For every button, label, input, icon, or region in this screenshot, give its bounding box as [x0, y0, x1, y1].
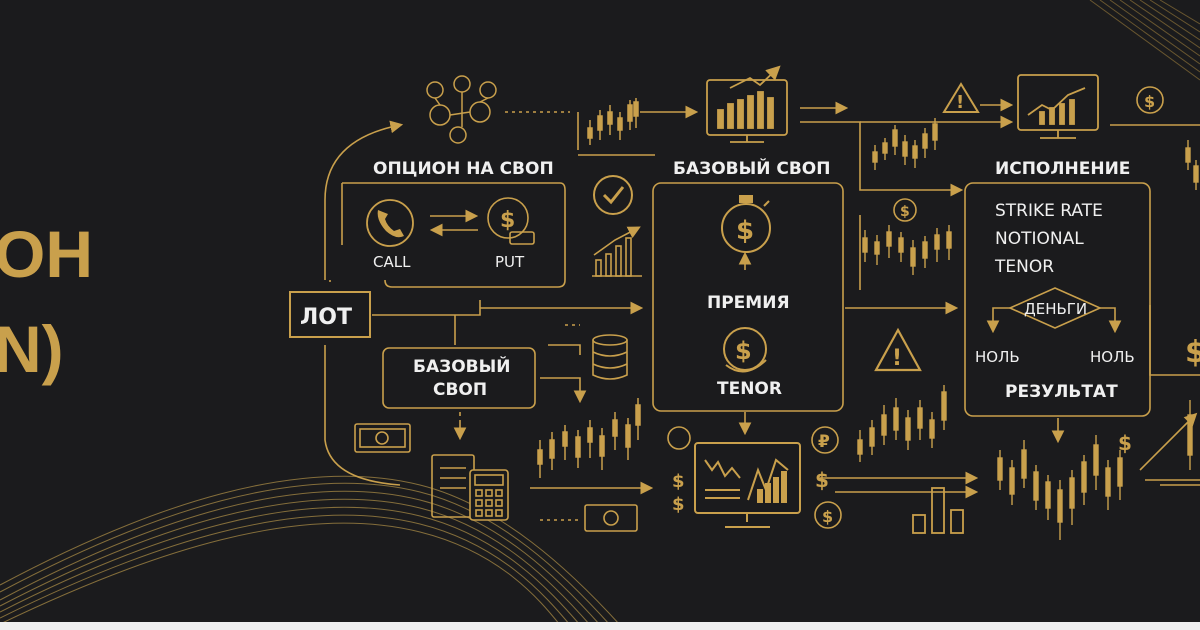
banknote-icon [584, 504, 638, 532]
ruble-coin-icon: ₽ [811, 426, 839, 454]
label-base-swap-left-2: СВОП [433, 380, 487, 400]
execution-panel [964, 182, 1151, 417]
title-line-2: N) [0, 312, 64, 386]
label-base-swap-left-1: БАЗОВЫЙ [413, 355, 510, 377]
candlestick-icon [578, 98, 655, 156]
warning-icon: ! [874, 327, 922, 372]
base-swap-left-node: БАЗОВЫЙ СВОП [382, 347, 536, 409]
title-line-1: ОН [0, 217, 93, 291]
label-premium: ПРЕМИЯ [707, 293, 790, 313]
checkmark-icon [593, 175, 633, 215]
bottom-strip [0, 622, 1200, 630]
svg-text:$: $ [822, 507, 833, 526]
dollar-coin-icon [667, 426, 691, 450]
rising-chart-icon [592, 226, 642, 277]
candlestick-icon [997, 435, 1123, 540]
svg-text:₽: ₽ [818, 432, 830, 452]
label-tenor-right: TENOR [994, 257, 1054, 277]
svg-text:!: ! [892, 346, 902, 371]
label-money: ДЕНЬГИ [1024, 300, 1087, 318]
dollar-coin-icon: $ [893, 198, 917, 222]
dollar-coin-icon: $ [814, 501, 842, 529]
svg-text:$: $ [1185, 335, 1200, 370]
database-icon [592, 334, 628, 380]
svg-text:$: $ [735, 337, 752, 365]
decision-diamond [986, 287, 1122, 334]
monitor-chart-icon [694, 442, 801, 528]
label-zero-left: НОЛЬ [975, 348, 1020, 366]
label-result: РЕЗУЛЬТАТ [1005, 382, 1118, 402]
svg-text:$: $ [672, 494, 685, 515]
svg-text:$: $ [736, 216, 754, 246]
decorative-corner-lines [1089, 0, 1200, 81]
candlestick-icon [537, 398, 641, 478]
dollar-coin-icon: $ [1136, 86, 1164, 114]
label-base-swap-center: БАЗОВЫЙ СВОП [673, 157, 830, 179]
label-execution: ИСПОЛНЕНИЕ [995, 159, 1130, 179]
stopwatch-dollar-icon: $ [721, 195, 771, 253]
candlestick-icon [872, 118, 938, 170]
label-notional: NOTIONAL [995, 229, 1084, 249]
label-zero-right: НОЛЬ [1090, 348, 1135, 366]
network-people-icon [426, 75, 497, 144]
monitor-chart-icon [1017, 74, 1099, 139]
candlestick-icon [857, 385, 947, 462]
svg-text:$: $ [900, 204, 910, 220]
exchange-arrows-icon [429, 209, 479, 237]
base-swap-center-panel [652, 182, 844, 412]
svg-text:$: $ [1144, 92, 1155, 111]
svg-text:!: ! [956, 92, 964, 113]
label-option-on-swap: ОПЦИОН НА СВОП [373, 159, 554, 179]
bar-chart-icon [912, 487, 964, 534]
svg-text:$: $ [1118, 431, 1132, 455]
dollar-hand-icon: $ [487, 197, 535, 245]
calculator-icon [431, 454, 509, 521]
dollar-coin-icon: $ [723, 327, 767, 373]
dollar-sign-icon: $ $ $ $ $ [672, 335, 1200, 515]
label-call: CALL [373, 253, 411, 271]
svg-text:$: $ [815, 468, 829, 492]
svg-text:$: $ [672, 471, 685, 492]
monitor-chart-icon [706, 65, 788, 143]
decorative-wave-lines [0, 475, 621, 626]
warning-icon: ! [942, 82, 980, 113]
phone-icon [366, 199, 414, 247]
label-strike-rate: STRIKE RATE [995, 201, 1103, 221]
label-lot: ЛОТ [300, 305, 352, 330]
label-tenor-center: TENOR [717, 379, 782, 399]
label-put: PUT [495, 253, 525, 271]
candlestick-icon [1185, 140, 1199, 470]
svg-text:$: $ [500, 208, 515, 233]
banknote-icon [354, 423, 411, 453]
lot-node: ЛОТ [289, 291, 371, 338]
option-on-swap-panel [341, 182, 566, 288]
candlestick-icon [862, 225, 952, 275]
